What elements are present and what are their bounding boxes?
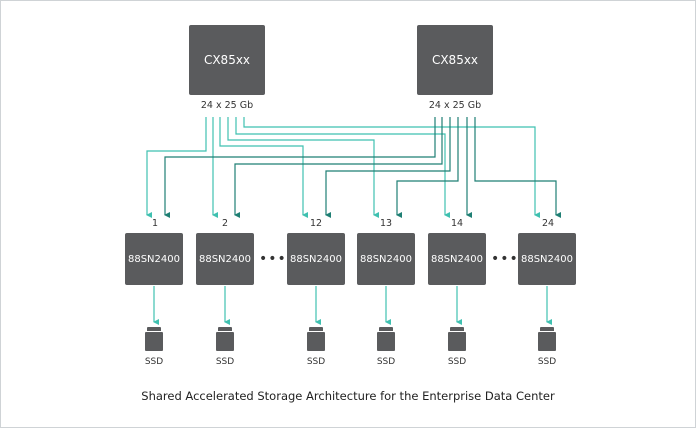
controller-12: 88SN2400 xyxy=(287,233,345,285)
link-left-to-14 xyxy=(235,117,450,218)
controller-24-label: 88SN2400 xyxy=(520,253,573,265)
controller-number-12: 12 xyxy=(309,218,323,229)
controller-1-label: 88SN2400 xyxy=(127,253,180,265)
ellipsis-right: ••• xyxy=(491,251,519,267)
ssd-label-14: SSD xyxy=(447,357,467,367)
controller-number-2: 2 xyxy=(221,218,229,229)
link-left-to-12 xyxy=(219,117,308,218)
ssd-icon xyxy=(538,327,556,351)
switch-right: CX85xx xyxy=(417,25,493,95)
link-right-to-12 xyxy=(325,117,451,218)
controller-number-24: 24 xyxy=(541,218,555,229)
link-left-to-13 xyxy=(227,117,379,218)
controller-14: 88SN2400 xyxy=(428,233,486,285)
ssd-icon xyxy=(448,327,466,351)
ssd-label-2: SSD xyxy=(215,357,235,367)
ssd-label-1: SSD xyxy=(144,357,164,367)
controller-1: 88SN2400 xyxy=(125,233,183,285)
link-left-to-1 xyxy=(146,117,207,218)
controller-number-1: 1 xyxy=(151,218,159,229)
switch-right-ports: 24 x 25 Gb xyxy=(428,100,482,111)
link-right-to-2 xyxy=(234,117,443,218)
controller-number-13: 13 xyxy=(379,218,393,229)
ssd-icon xyxy=(216,327,234,351)
ssd-icon xyxy=(307,327,325,351)
ssd-label-12: SSD xyxy=(306,357,326,367)
controller-2-label: 88SN2400 xyxy=(198,253,251,265)
diagram-caption: Shared Accelerated Storage Architecture … xyxy=(141,389,555,403)
controller-2: 88SN2400 xyxy=(196,233,254,285)
controller-12-label: 88SN2400 xyxy=(289,253,342,265)
ellipsis-left: ••• xyxy=(259,251,287,267)
link-right-to-13 xyxy=(396,117,459,218)
controller-13-label: 88SN2400 xyxy=(359,253,412,265)
controller-number-14: 14 xyxy=(450,218,464,229)
ssd-label-24: SSD xyxy=(537,357,557,367)
link-right-to-24 xyxy=(474,117,561,218)
link-left-to-24 xyxy=(243,117,540,218)
link-right-to-1 xyxy=(164,117,436,218)
controller-14-label: 88SN2400 xyxy=(430,253,483,265)
switch-right-label: CX85xx xyxy=(431,53,479,67)
switch-left: CX85xx xyxy=(189,25,265,95)
ssd-label-13: SSD xyxy=(376,357,396,367)
controller-13: 88SN2400 xyxy=(357,233,415,285)
switch-left-label: CX85xx xyxy=(203,53,251,67)
controller-24: 88SN2400 xyxy=(518,233,576,285)
ssd-icon xyxy=(145,327,163,351)
switch-left-ports: 24 x 25 Gb xyxy=(200,100,254,111)
ssd-icon xyxy=(377,327,395,351)
